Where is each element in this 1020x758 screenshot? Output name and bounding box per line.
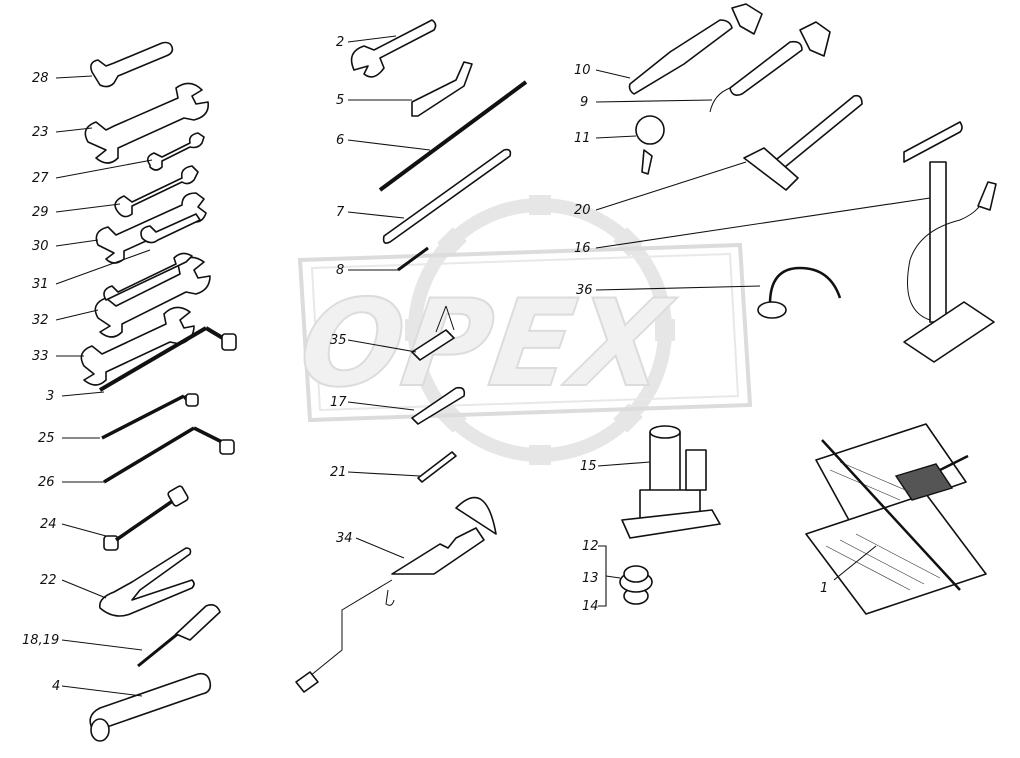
watermark-text: OPEX — [292, 275, 681, 414]
callout-6: 6 — [336, 133, 344, 148]
callout-18-19: 18,19 — [22, 633, 59, 648]
rod-6 — [378, 80, 528, 192]
bushings-12-14 — [619, 565, 653, 605]
callout-9: 9 — [580, 95, 588, 110]
hammer-20 — [743, 94, 863, 191]
callout-21: 21 — [330, 465, 347, 480]
tire-pump-16 — [903, 121, 997, 363]
grease-gun-10 — [628, 3, 763, 95]
leader-lines — [55, 35, 931, 697]
callout-15: 15 — [580, 459, 597, 474]
inspection-lamp-34 — [295, 496, 497, 693]
pliers-22 — [98, 547, 195, 617]
screwdriver-1819 — [137, 604, 221, 668]
callout-11: 11 — [574, 131, 591, 146]
oil-gun-9 — [709, 21, 831, 113]
callout-27: 27 — [32, 171, 49, 186]
hose-36 — [757, 266, 842, 319]
callout-14: 14 — [582, 599, 599, 614]
callout-10: 10 — [574, 63, 591, 78]
callout-23: 23 — [32, 125, 49, 140]
callout-2: 2 — [336, 35, 344, 50]
gauge-11 — [635, 115, 665, 175]
jack-15 — [621, 425, 721, 539]
socket-wrench-25 — [101, 393, 199, 440]
callout-31: 31 — [32, 277, 49, 292]
callout-22: 22 — [40, 573, 57, 588]
socket-wrench-3 — [98, 326, 237, 392]
callout-7: 7 — [336, 205, 345, 220]
callout-17: 17 — [330, 395, 347, 410]
callout-12: 12 — [582, 539, 599, 554]
pin-8 — [397, 246, 429, 272]
callout-34: 34 — [336, 531, 353, 546]
callout-13: 13 — [582, 571, 599, 586]
wrench-27 — [146, 132, 205, 171]
callout-30: 30 — [32, 239, 49, 254]
callout-labels: 28 23 27 29 30 31 32 33 3 25 26 24 22 18… — [22, 35, 828, 694]
callout-28: 28 — [32, 71, 49, 86]
callout-1: 1 — [820, 581, 828, 596]
wrench-28 — [90, 41, 174, 88]
tire-lever-7 — [382, 148, 512, 244]
socket-wrench-26 — [103, 426, 235, 484]
callout-33: 33 — [32, 349, 49, 364]
spark-plug-socket-24 — [103, 485, 189, 551]
callout-24: 24 — [40, 517, 57, 532]
callout-26: 26 — [38, 475, 55, 490]
callout-36: 36 — [576, 283, 593, 298]
callout-32: 32 — [32, 313, 49, 328]
wrench-30 — [95, 192, 207, 264]
callout-5: 5 — [336, 93, 344, 108]
wrench-33 — [80, 306, 195, 386]
callout-4: 4 — [52, 679, 60, 694]
wrench-32 — [94, 252, 211, 338]
tool-bag-1 — [805, 423, 987, 615]
wrench-23 — [84, 82, 210, 164]
callout-35: 35 — [330, 333, 347, 348]
callout-20: 20 — [574, 203, 591, 218]
pry-bar-5 — [411, 61, 473, 117]
wrench-29 — [114, 165, 199, 218]
callout-3: 3 — [46, 389, 54, 404]
callout-8: 8 — [336, 263, 344, 278]
callout-25: 25 — [38, 431, 55, 446]
gauge-tip-17 — [411, 386, 466, 425]
wrench-2 — [350, 19, 437, 78]
brush-35 — [411, 305, 455, 361]
awl-21 — [417, 451, 457, 483]
watermark-frame — [297, 242, 753, 423]
box-wrench-4 — [89, 672, 212, 742]
callout-29: 29 — [32, 205, 49, 220]
watermark: OPEX — [291, 195, 753, 465]
callout-16: 16 — [574, 241, 591, 256]
